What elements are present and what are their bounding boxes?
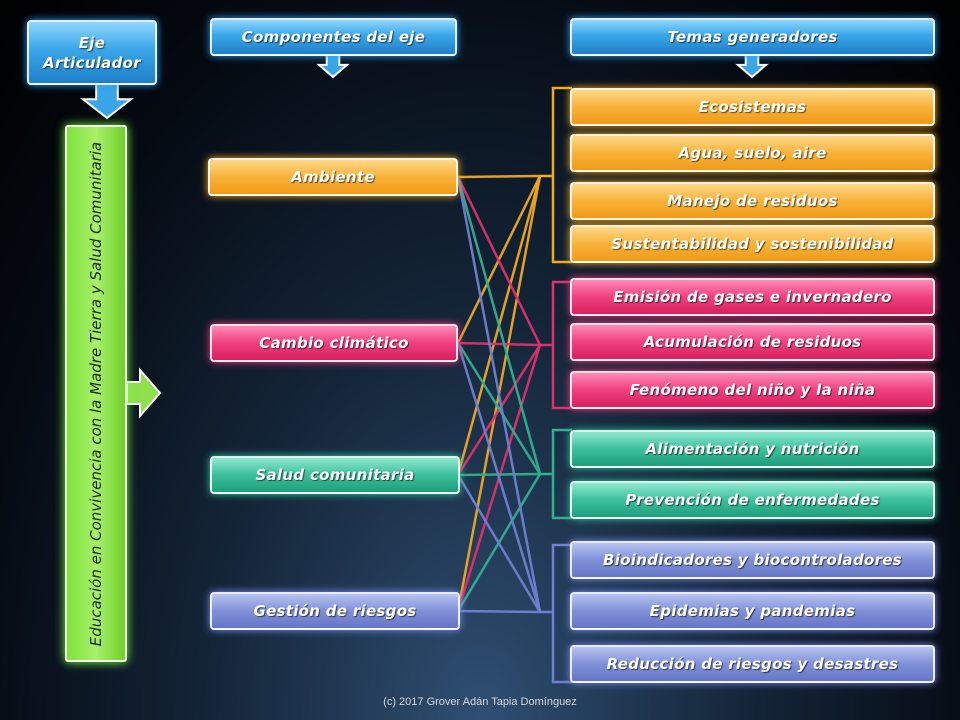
bracket-gestion [551, 543, 572, 684]
eje-articulador-column: Educación en Convivencia con la Madre Ti… [65, 125, 127, 662]
tema-ecosistemas: Ecosistemas [570, 88, 935, 126]
temas-down-arrow [735, 54, 769, 79]
link-2-1 [456, 342, 542, 475]
tema-sustentabilidad: Sustentabilidad y sostenibilidad [570, 225, 935, 263]
tema-prevencion: Prevención de enfermedades [570, 481, 935, 519]
link-0-0 [457, 174, 541, 179]
link-1-0 [456, 176, 542, 346]
componente-salud-comunitaria: Salud comunitaria [210, 456, 460, 494]
link-1-1 [457, 341, 541, 347]
componente-cambio-climatico: Cambio climático [210, 324, 458, 362]
tema-reduccion-riesgos: Reducción de riesgos y desastres [570, 645, 935, 683]
link-3-2 [456, 474, 542, 613]
tema-fenomeno-nino: Fenómeno del niño y la niña [570, 371, 935, 409]
tema-agua-suelo-aire: Agua, suelo, aire [570, 134, 935, 172]
link-3-3 [457, 609, 541, 614]
tema-acumulacion-residuos: Acumulación de residuos [570, 323, 935, 361]
componente-gestion-riesgos: Gestión de riesgos [210, 592, 460, 630]
componentes-down-arrow [316, 54, 350, 79]
link-3-0 [456, 176, 542, 613]
eje-right-arrow [126, 367, 162, 419]
header-arrows [80, 54, 769, 419]
componentes-header: Componentes del eje [210, 18, 457, 56]
componente-ambiente: Ambiente [208, 158, 458, 196]
eje-articulador-header: Eje Articulador [27, 20, 157, 85]
tema-emision-gases: Emisión de gases e invernadero [570, 278, 935, 316]
eje-down-arrow [80, 83, 134, 120]
tema-bioindicadores: Bioindicadores y biocontroladores [570, 541, 935, 579]
tema-epidemias: Epidemias y pandemias [570, 592, 935, 630]
copyright-footer: (c) 2017 Grover Adán Tapia Domínguez [383, 696, 577, 708]
eje-articulador-text: Educación en Convivencia con la Madre Ti… [87, 141, 105, 646]
link-2-0 [456, 176, 542, 475]
tema-manejo-residuos: Manejo de residuos [570, 182, 935, 220]
temas-header: Temas generadores [570, 18, 935, 56]
connector-lines [456, 174, 553, 614]
tema-alimentacion: Alimentación y nutrición [570, 430, 935, 468]
link-3-1 [456, 342, 542, 613]
